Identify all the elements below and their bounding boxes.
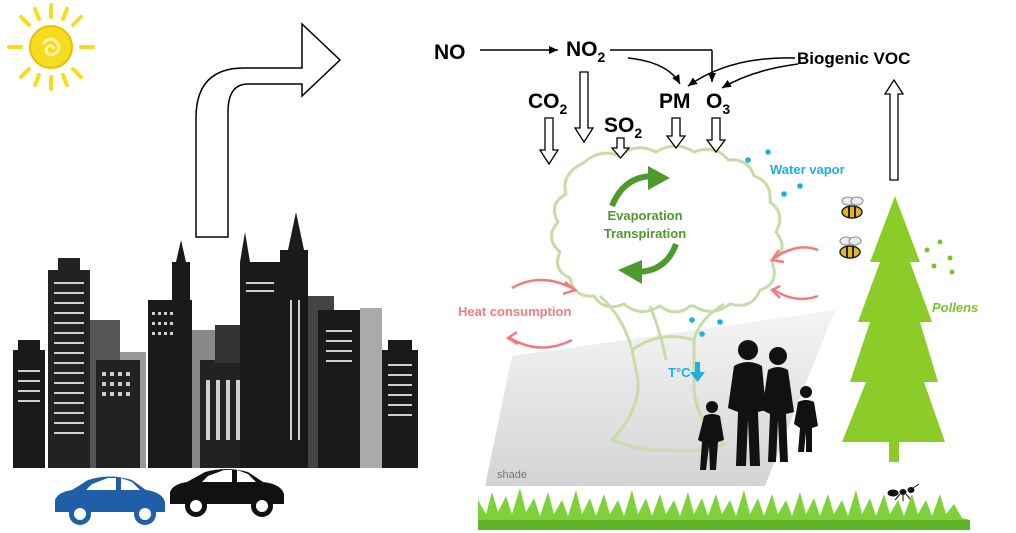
reaction-arrows — [480, 46, 799, 89]
pm-label: PM — [659, 90, 691, 113]
deposition-arrows — [538, 71, 727, 166]
grass-strip — [478, 488, 970, 530]
evaporation-label: Evaporation — [607, 208, 682, 223]
emission-arrow — [195, 22, 342, 238]
no2-label: NO2 — [566, 38, 606, 65]
shade-label: shade — [497, 469, 527, 481]
temperature-label: T°C — [668, 365, 691, 380]
bee-icon — [841, 196, 864, 219]
ant-icon — [887, 483, 920, 501]
family-silhouette — [698, 340, 818, 470]
o3-label: O3 — [706, 90, 730, 117]
pollens-label: Pollens — [932, 300, 978, 315]
biogenic-voc-label: Biogenic VOC — [797, 49, 910, 68]
heat-consumption-arrows — [505, 246, 819, 349]
co2-label: CO2 — [528, 90, 568, 117]
sun-icon — [7, 3, 95, 91]
voc-emission-arrow — [883, 78, 905, 181]
transpiration-label: Transpiration — [604, 226, 686, 241]
pollen-dots — [924, 239, 955, 275]
water-droplets — [689, 149, 803, 337]
broadleaf-tree — [550, 144, 784, 453]
black-car-icon — [170, 469, 284, 517]
water-vapor-label: Water vapor — [770, 162, 845, 177]
heat-consumption-label: Heat consumption — [458, 304, 571, 319]
evaporation-cycle-arrows — [609, 166, 679, 284]
bee-icon — [839, 236, 862, 259]
blue-car-icon — [55, 476, 165, 525]
so2-label: SO2 — [604, 114, 642, 141]
city-skyline — [13, 212, 418, 468]
conifer-tree — [842, 196, 945, 462]
no-label: NO — [434, 41, 466, 64]
temperature-down-arrow-icon — [690, 362, 705, 382]
